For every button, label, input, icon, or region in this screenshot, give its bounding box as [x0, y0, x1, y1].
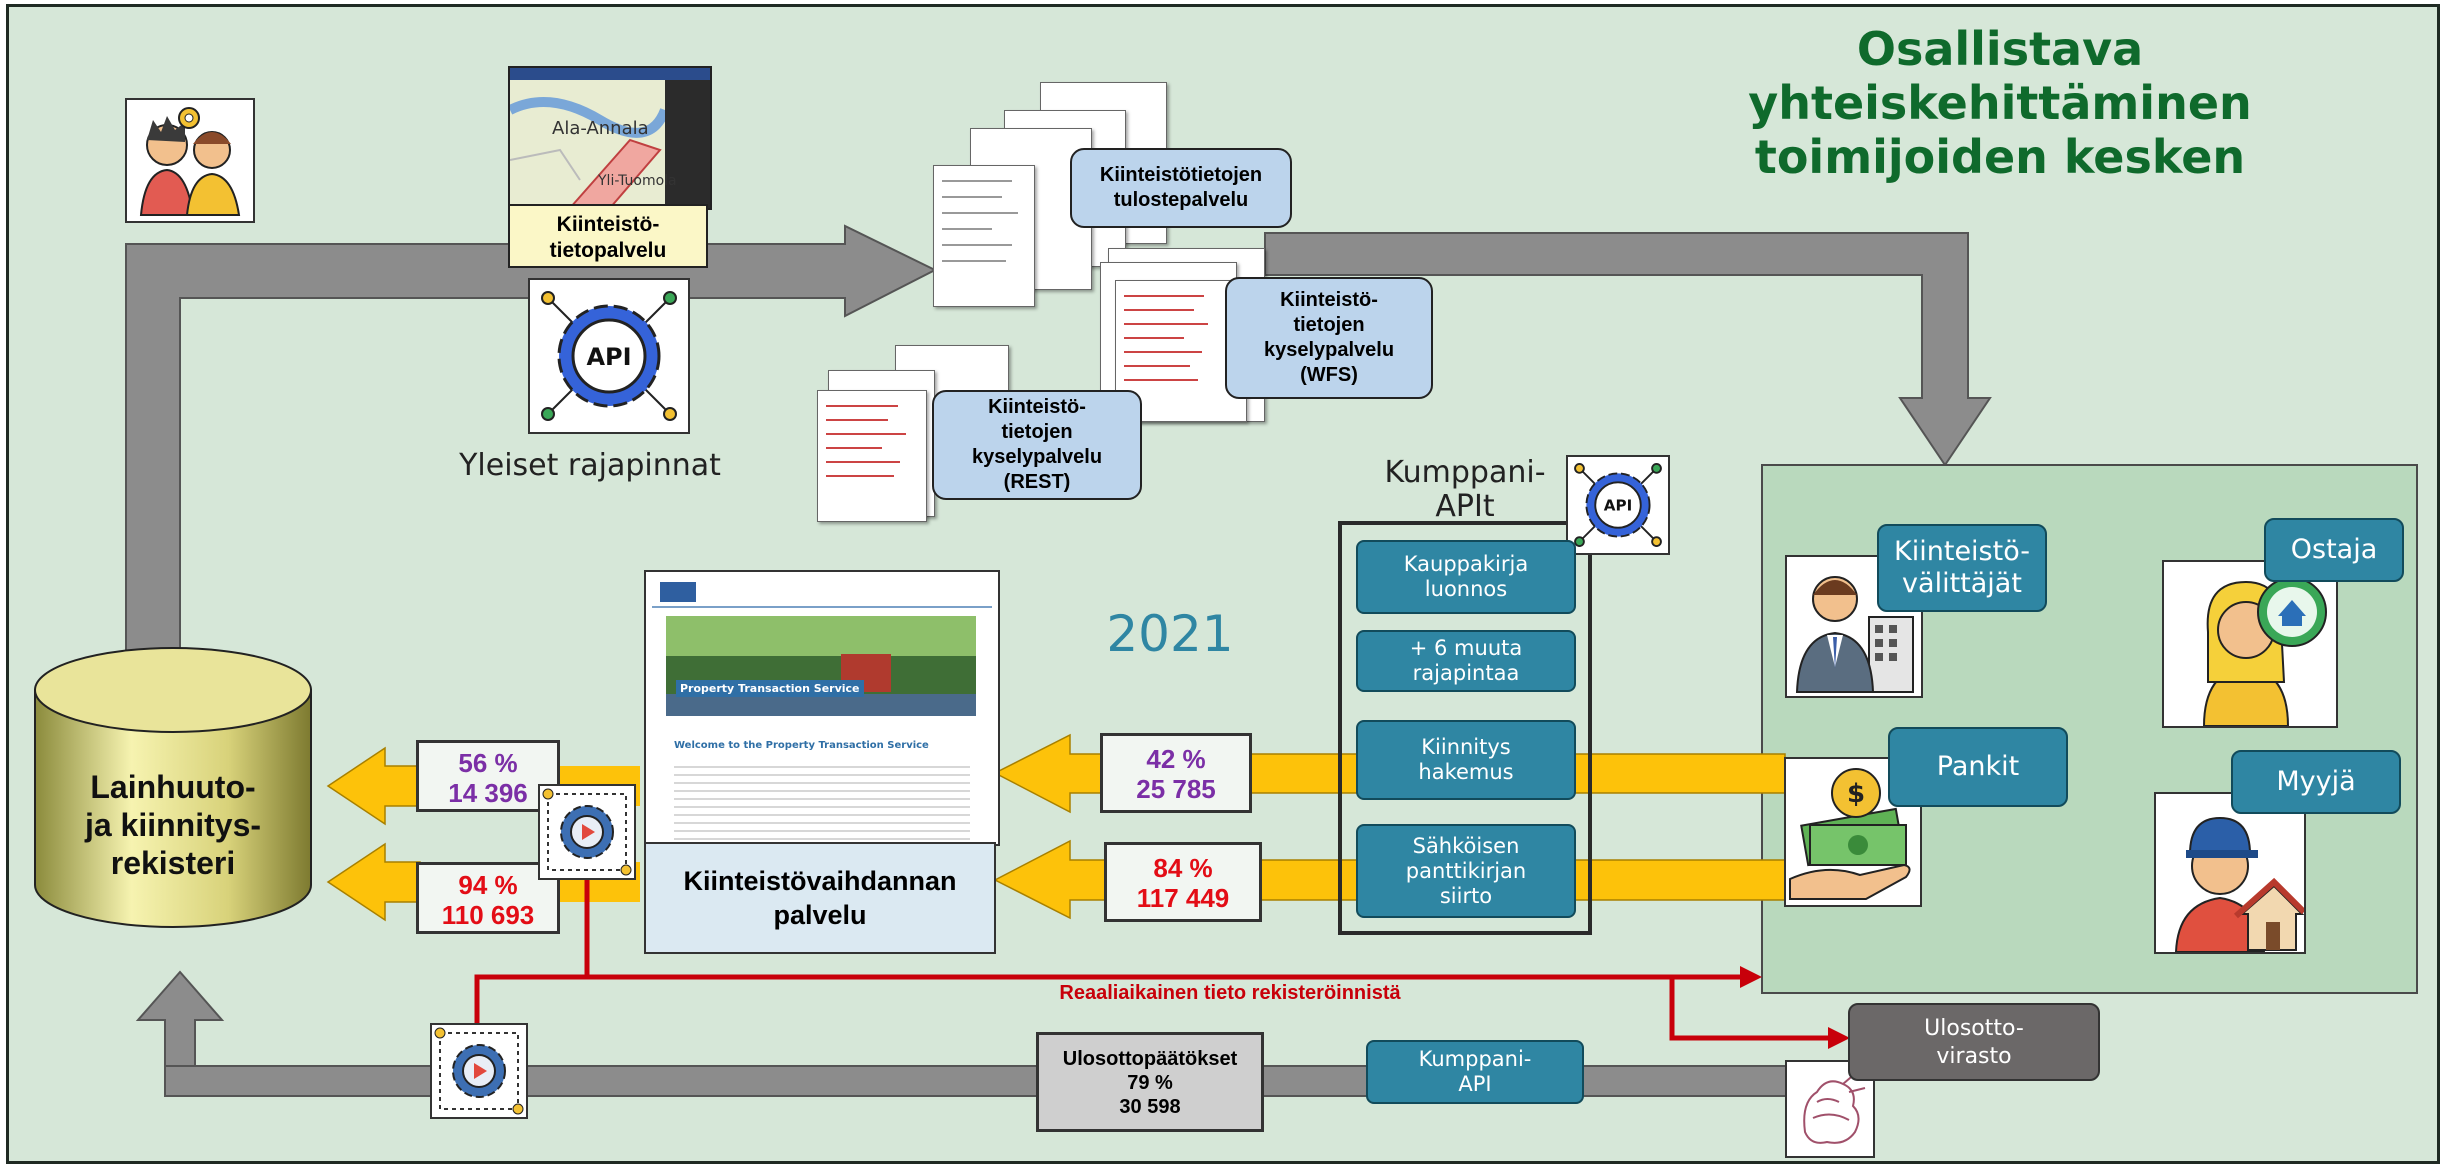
map-label-ala-annala: Ala-Annala — [552, 118, 649, 139]
stat-right-top: 42 % 25 785 — [1100, 733, 1252, 813]
actor-ostaja: Ostaja — [2264, 518, 2404, 582]
property-info-service-map: Ala-Annala Yli-Tuomola — [508, 66, 712, 210]
kiinteistovaihdannan-palvelu-box: Kiinteistövaihdannan palvelu — [644, 842, 996, 954]
stat-left-bottom: 94 % 110 693 — [416, 862, 560, 934]
web-banner-title: Property Transaction Service — [676, 680, 864, 697]
api-gear-icon: API — [528, 278, 690, 434]
partner-api-gear-icon: API — [1566, 455, 1670, 555]
stat-right-bottom-pct: 84 % — [1153, 853, 1213, 883]
yleiset-rajapinnat-label: Yleiset rajapinnat — [459, 448, 721, 483]
ulosottovirasto-box: Ulosotto- virasto — [1848, 1003, 2100, 1081]
web-welcome-heading: Welcome to the Property Transaction Serv… — [674, 740, 929, 751]
ulosottopaatokset-box: Ulosottopäätökset 79 % 30 598 — [1036, 1032, 1264, 1132]
service-wfs: Kiinteistö- tietojen kyselypalvelu (WFS) — [1225, 277, 1433, 399]
api-kauppakirja-luonnos[interactable]: Kauppakirja luonnos — [1356, 540, 1576, 614]
stat-left-top: 56 % 14 396 — [416, 740, 560, 812]
partner-apis-label: Kumppani- APIt — [1384, 455, 1546, 524]
buyer-house-icon — [2162, 560, 2338, 728]
kumppani-api-button[interactable]: Kumppani- API — [1366, 1040, 1584, 1104]
register-cylinder — [34, 647, 312, 928]
svg-text:API: API — [1604, 497, 1632, 515]
property-transaction-service-page: Property Transaction Service Welcome to … — [644, 570, 1000, 846]
stat-left-bottom-pct: 94 % — [458, 870, 518, 900]
grey-arrow-to-services — [125, 224, 938, 691]
actor-kiinteistovalittajat: Kiinteistö- välittäjät — [1877, 524, 2047, 612]
actor-pankit: Pankit — [1888, 727, 2068, 807]
yellow-arrow-bottom-left — [326, 842, 421, 922]
service-rest: Kiinteistö- tietojen kyselypalvelu (REST… — [932, 390, 1142, 500]
api-muut-rajapinnat[interactable]: + 6 muuta rajapintaa — [1356, 630, 1576, 692]
process-gear-icon — [538, 784, 636, 880]
process-gear-icon-bottom — [430, 1023, 528, 1119]
map-label-yli-tuomola: Yli-Tuomola — [598, 173, 677, 189]
money-hand-icon: $ — [1784, 757, 1922, 907]
grey-arrow-to-actors — [1264, 232, 1992, 467]
people-meeting-icon — [125, 98, 255, 223]
ulosotto-pct: 79 % — [1127, 1072, 1173, 1094]
ulosotto-count: 30 598 — [1119, 1096, 1181, 1118]
stat-right-bottom-count: 117 449 — [1136, 883, 1230, 913]
api-panttikirjan-siirto[interactable]: Sähköisen panttikirjan siirto — [1356, 824, 1576, 918]
diagram-title: Osallistava yhteiskehittäminen toimijoid… — [1748, 22, 2252, 184]
lion-emblem-icon — [1785, 1060, 1875, 1158]
kiinteistotietopalvelu-label: Kiinteistö- tietopalvelu — [508, 204, 708, 268]
register-label: Lainhuuto- ja kiinnitys- rekisteri — [84, 769, 262, 881]
year-label: 2021 — [1106, 605, 1234, 663]
seller-house-icon — [2154, 792, 2307, 954]
stat-right-top-count: 25 785 — [1136, 774, 1216, 804]
service-tulostepalvelu: Kiinteistötietojen tulostepalvelu — [1070, 148, 1292, 228]
svg-text:$: $ — [1847, 779, 1865, 809]
stat-left-bottom-count: 110 693 — [441, 900, 535, 930]
stat-left-top-count: 14 396 — [448, 778, 528, 808]
realtime-info-label: Reaaliaikainen tieto rekisteröinnistä — [1059, 982, 1401, 1004]
ulosotto-title: Ulosottopäätökset — [1062, 1048, 1238, 1070]
yellow-arrow-top-left — [326, 746, 421, 826]
api-kiinnitys-hakemus[interactable]: Kiinnitys hakemus — [1356, 720, 1576, 800]
stat-left-top-pct: 56 % — [458, 748, 518, 778]
real-estate-agent-icon — [1785, 555, 1923, 698]
svg-text:API: API — [586, 343, 631, 371]
stat-right-bottom: 84 % 117 449 — [1104, 842, 1262, 922]
partner-api-frame — [1338, 521, 1592, 935]
actor-myyja: Myyjä — [2231, 750, 2401, 814]
stat-right-top-pct: 42 % — [1146, 744, 1206, 774]
